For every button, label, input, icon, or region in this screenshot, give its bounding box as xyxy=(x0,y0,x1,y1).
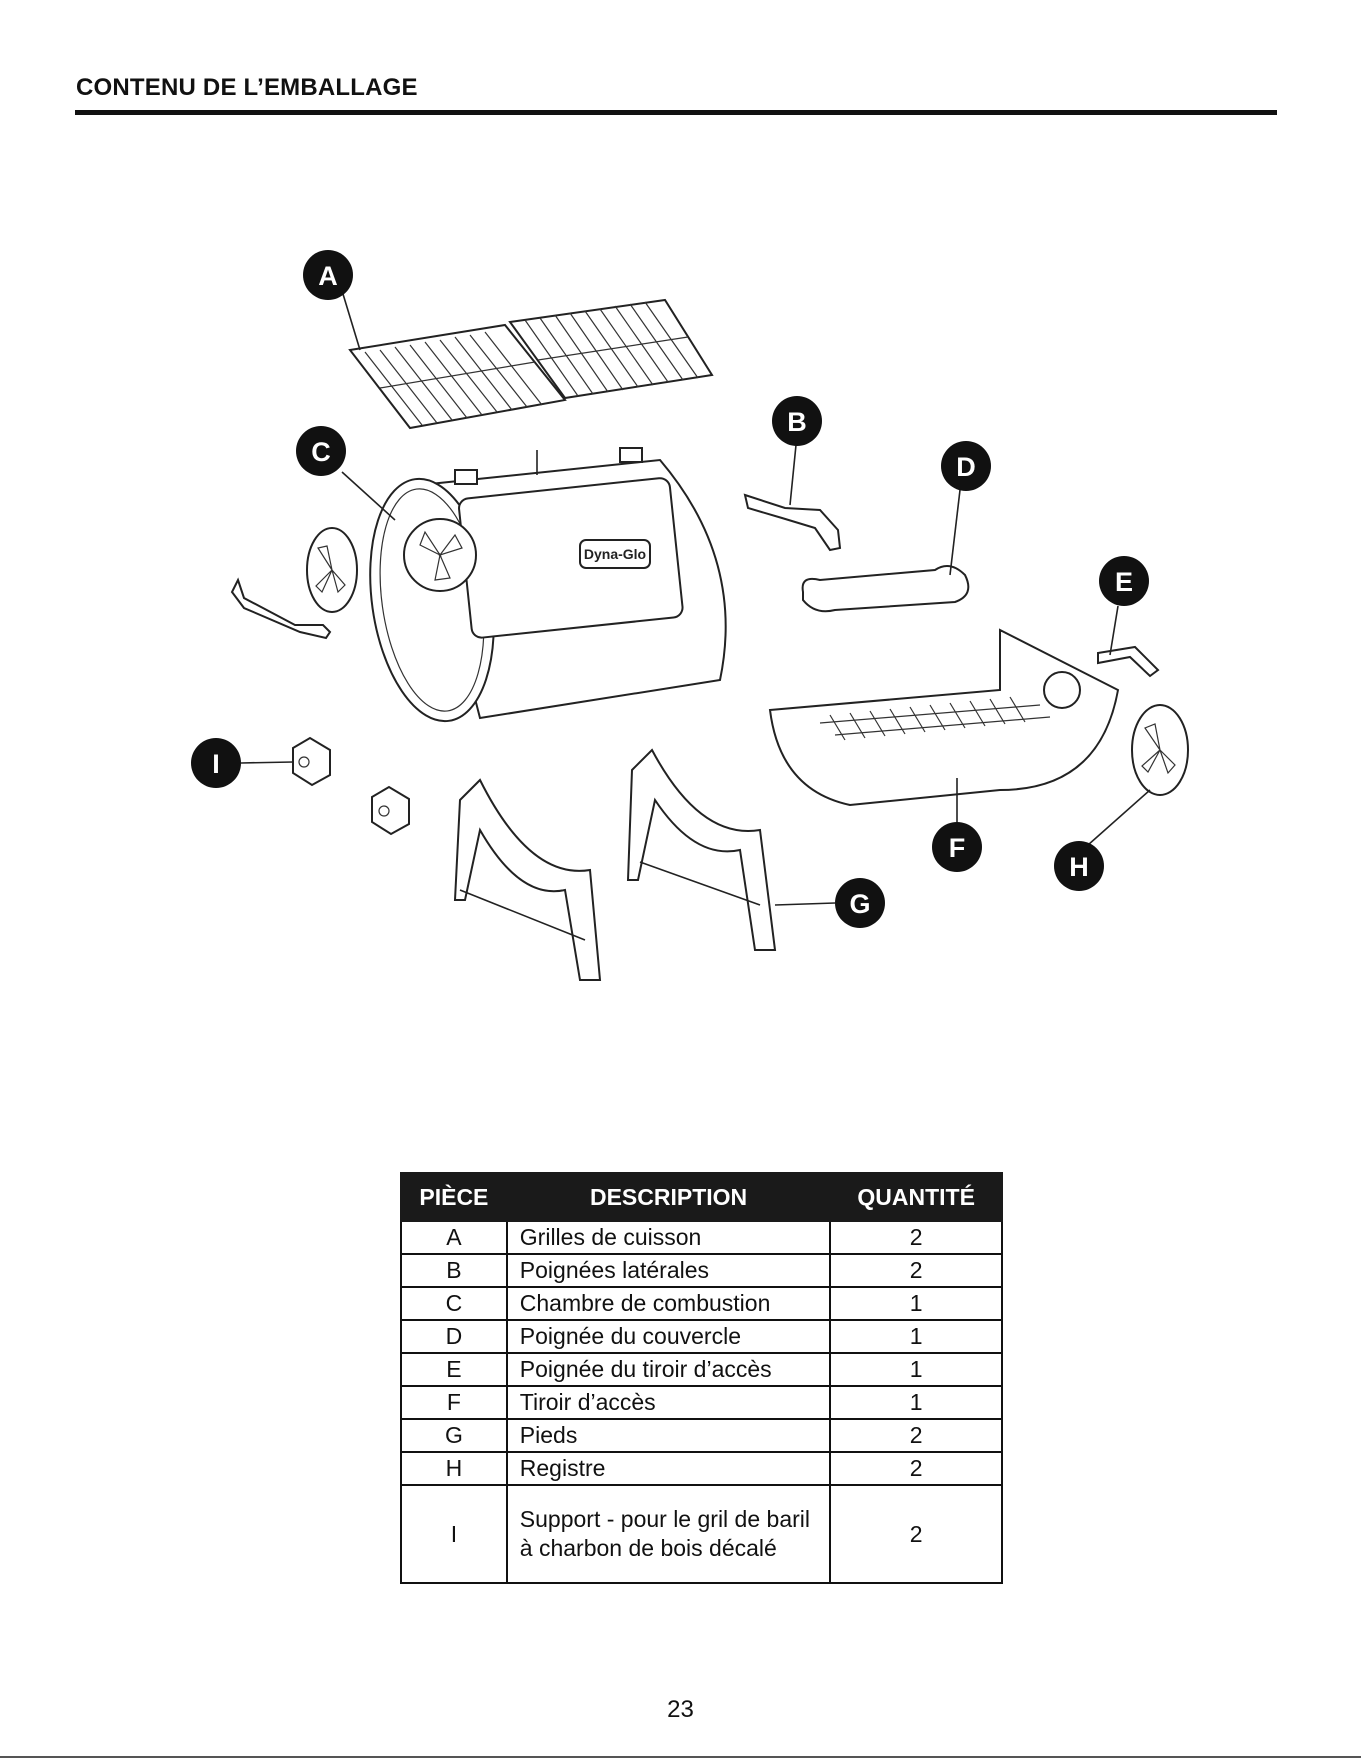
table-row: G Pieds 2 xyxy=(400,1418,1003,1453)
parts-diagram: Dyna-Glo xyxy=(191,250,1189,981)
side-handle-illustration-left xyxy=(230,577,332,640)
piece-cell: B xyxy=(400,1253,508,1288)
header-rule xyxy=(75,110,1277,115)
damper-illustration-right xyxy=(1131,704,1189,796)
column-header-description: DESCRIPTION xyxy=(505,1172,832,1222)
description-cell: Grilles de cuisson xyxy=(505,1220,832,1255)
table-row: A Grilles de cuisson 2 xyxy=(400,1220,1003,1255)
damper-illustration-left xyxy=(306,527,358,613)
quantity-cell: 2 xyxy=(829,1484,1003,1584)
callout-d: D xyxy=(941,441,991,491)
piece-cell: I xyxy=(400,1484,508,1584)
page-title: CONTENU DE L’EMBALLAGE xyxy=(76,74,418,101)
description-cell: Chambre de combustion xyxy=(505,1286,832,1321)
callout-f: F xyxy=(932,822,982,872)
table-row: B Poignées latérales 2 xyxy=(400,1253,1003,1288)
description-cell: Poignée du couvercle xyxy=(505,1319,832,1354)
table-row: C Chambre de combustion 1 xyxy=(400,1286,1003,1321)
cooking-grates-illustration xyxy=(348,298,714,430)
callout-g: G xyxy=(835,878,885,928)
column-header-quantity: QUANTITÉ xyxy=(829,1172,1003,1222)
description-cell: Tiroir d’accès xyxy=(505,1385,832,1420)
quantity-cell: 1 xyxy=(829,1319,1003,1354)
svg-text:F: F xyxy=(949,833,966,863)
piece-cell: E xyxy=(400,1352,508,1387)
supports-illustration xyxy=(292,736,410,836)
svg-text:B: B xyxy=(787,407,807,437)
quantity-cell: 2 xyxy=(829,1220,1003,1255)
table-row: E Poignée du tiroir d’accès 1 xyxy=(400,1352,1003,1387)
svg-text:D: D xyxy=(956,452,976,482)
lid-handle-illustration xyxy=(801,565,970,613)
callout-a: A xyxy=(303,250,353,300)
piece-cell: C xyxy=(400,1286,508,1321)
quantity-cell: 2 xyxy=(829,1418,1003,1453)
description-cell: Poignées latérales xyxy=(505,1253,832,1288)
quantity-cell: 1 xyxy=(829,1286,1003,1321)
svg-text:I: I xyxy=(212,749,220,779)
parts-table: PIÈCE DESCRIPTION QUANTITÉ A Grilles de … xyxy=(400,1172,1003,1584)
svg-text:H: H xyxy=(1069,852,1089,882)
table-header-row: PIÈCE DESCRIPTION QUANTITÉ xyxy=(400,1172,1003,1222)
callout-c: C xyxy=(296,426,346,476)
quantity-cell: 1 xyxy=(829,1385,1003,1420)
piece-cell: D xyxy=(400,1319,508,1354)
svg-text:G: G xyxy=(849,889,870,919)
table-row: I Support - pour le gril de baril à char… xyxy=(400,1484,1003,1584)
description-cell: Support - pour le gril de baril à charbo… xyxy=(505,1484,832,1584)
callout-i: I xyxy=(191,738,241,788)
drawer-handle-illustration xyxy=(1097,645,1160,678)
callout-leaders xyxy=(240,293,1151,906)
firebox-illustration: Dyna-Glo xyxy=(369,447,727,723)
svg-text:A: A xyxy=(318,261,338,291)
table-row: D Poignée du couvercle 1 xyxy=(400,1319,1003,1354)
page-number: 23 xyxy=(667,1696,694,1723)
table-row: F Tiroir d’accès 1 xyxy=(400,1385,1003,1420)
bottom-rule xyxy=(0,1756,1361,1758)
quantity-cell: 2 xyxy=(829,1253,1003,1288)
callout-b: B xyxy=(772,396,822,446)
piece-cell: A xyxy=(400,1220,508,1255)
quantity-cell: 2 xyxy=(829,1451,1003,1486)
svg-text:E: E xyxy=(1115,567,1133,597)
description-cell: Registre xyxy=(505,1451,832,1486)
callout-h: H xyxy=(1054,841,1104,891)
table-row: H Registre 2 xyxy=(400,1451,1003,1486)
access-drawer-illustration xyxy=(768,628,1120,807)
piece-cell: F xyxy=(400,1385,508,1420)
callout-e: E xyxy=(1099,556,1149,606)
column-header-piece: PIÈCE xyxy=(400,1172,508,1222)
description-cell: Pieds xyxy=(505,1418,832,1453)
quantity-cell: 1 xyxy=(829,1352,1003,1387)
side-handle-illustration-right xyxy=(743,493,842,552)
piece-cell: H xyxy=(400,1451,508,1486)
brand-label: Dyna-Glo xyxy=(584,546,646,562)
svg-text:C: C xyxy=(311,437,331,467)
legs-illustration xyxy=(453,748,777,981)
description-cell: Poignée du tiroir d’accès xyxy=(505,1352,832,1387)
piece-cell: G xyxy=(400,1418,508,1453)
